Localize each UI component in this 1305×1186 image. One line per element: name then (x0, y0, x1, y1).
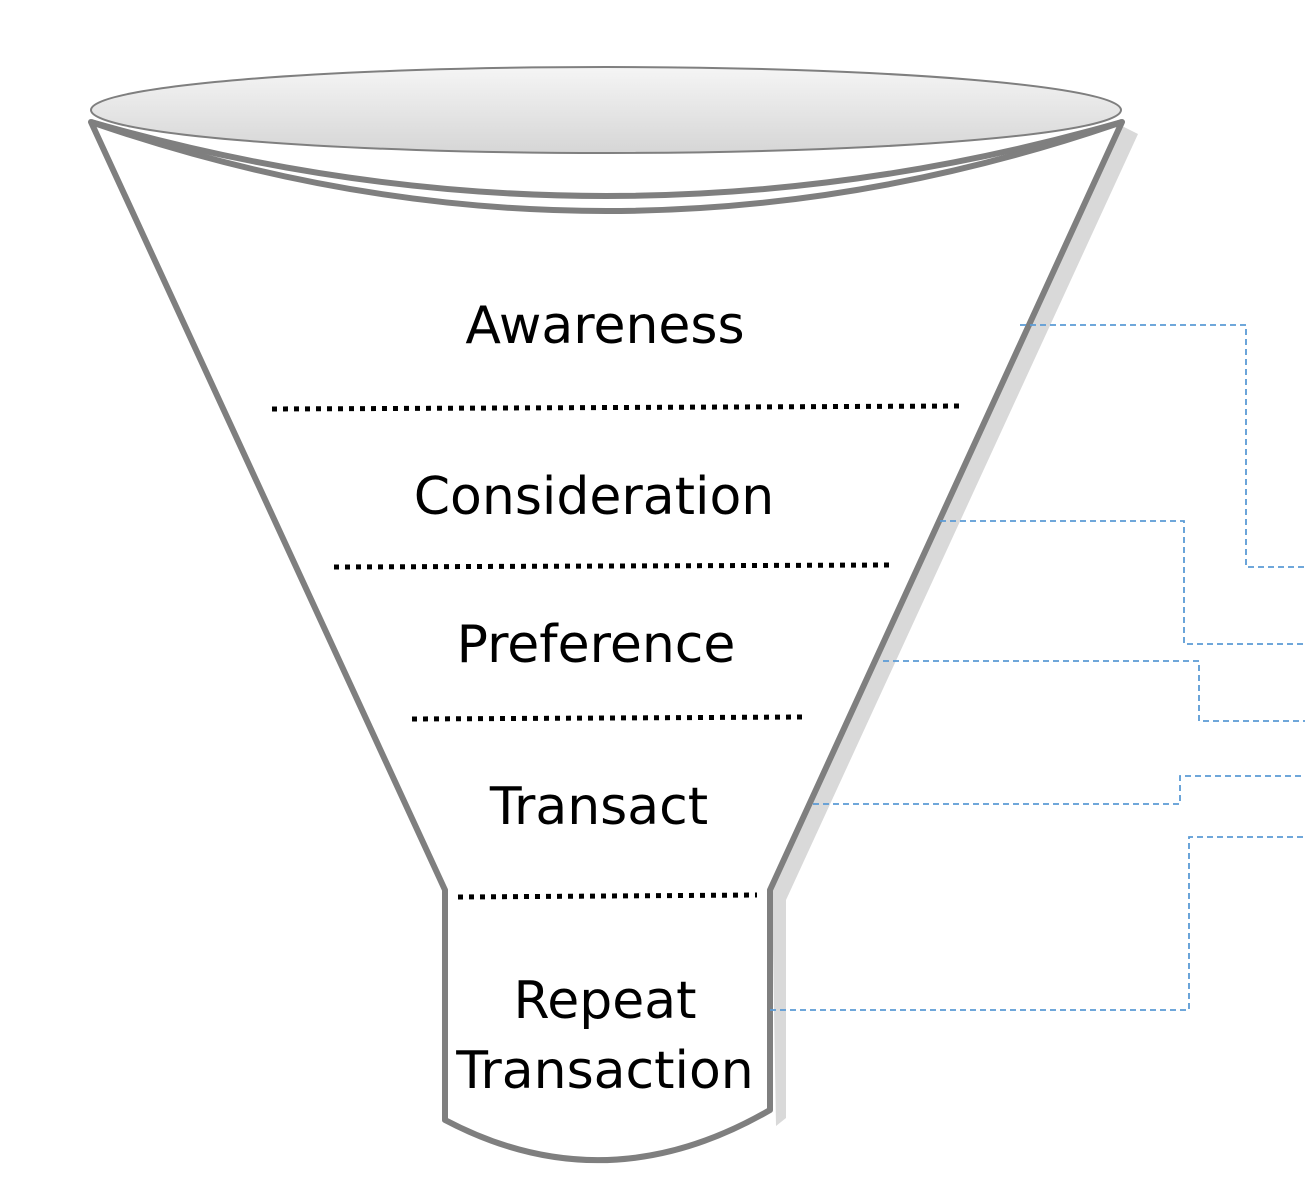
stage-label-awareness: Awareness (465, 296, 745, 356)
stage-label-transact: Transact (489, 777, 709, 837)
connector-repeat-transaction (770, 836, 1305, 1011)
divider-awareness-consideration (271, 403, 961, 412)
connector-consideration (940, 520, 1305, 645)
connector-transact (813, 775, 1305, 805)
funnel-top-opening (90, 66, 1122, 154)
stage-label-consideration: Consideration (413, 467, 775, 527)
funnel-body (88, 119, 1125, 1164)
stage-label-repeat-transaction: Repeat Transaction (456, 971, 754, 1101)
connector-preference (883, 660, 1305, 722)
connector-awareness (1020, 324, 1305, 568)
stage-label-preference: Preference (456, 615, 736, 675)
divider-consideration-preference (333, 562, 891, 570)
funnel-inner-rim (90, 119, 1123, 214)
